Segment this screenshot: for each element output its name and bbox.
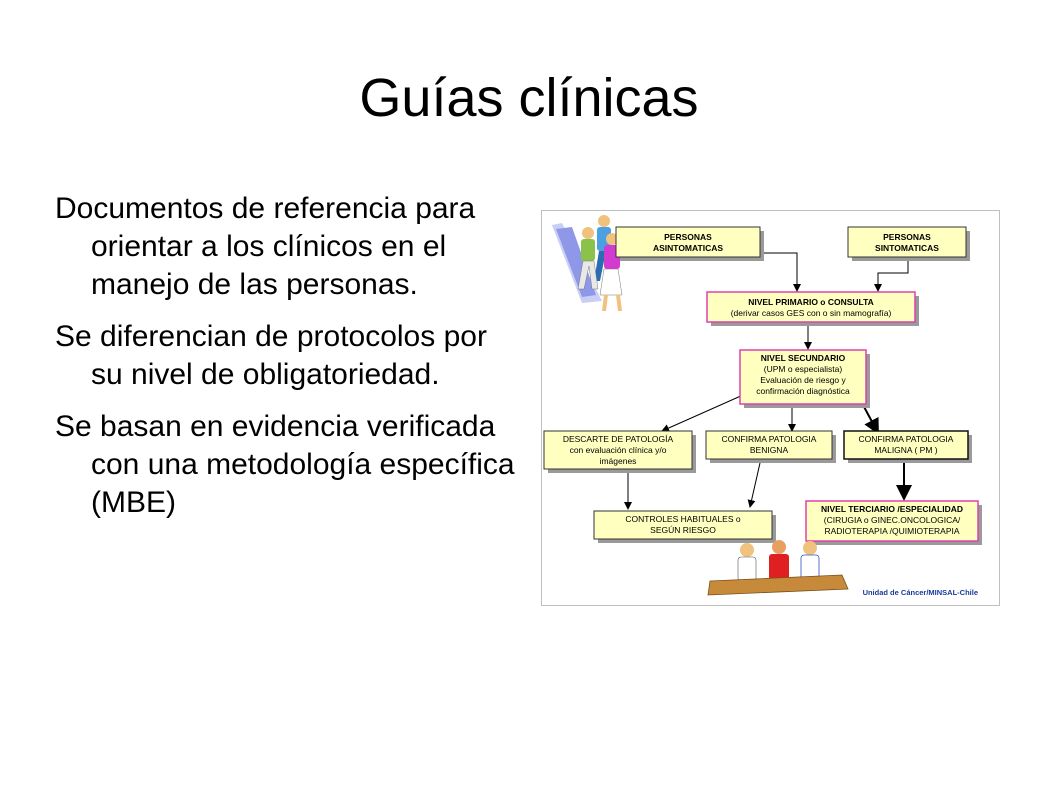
box-line: CONFIRMA PATOLOGIA xyxy=(722,434,817,444)
box-line: confirmación diagnóstica xyxy=(756,386,850,396)
box-personas-asintomaticas: PERSONAS ASINTOMATICAS xyxy=(615,226,764,261)
box-line: Evaluación de riesgo y xyxy=(760,375,846,385)
box-line: SINTOMATICAS xyxy=(875,243,939,253)
box-line: SEGÚN RIESGO xyxy=(650,525,716,535)
box-line: DESCARTE DE PATOLOGÍA xyxy=(563,434,674,444)
bullet-item: Se basan en evidencia verificada con una… xyxy=(55,410,515,519)
box-line: (CIRUGIA o GINEC.ONCOLOGICA/ xyxy=(824,515,961,525)
box-line: NIVEL PRIMARIO o CONSULTA xyxy=(748,297,874,307)
bullet-item: Se diferencian de protocolos por su nive… xyxy=(55,320,487,391)
box-line: NIVEL TERCIARIO /ESPECIALIDAD xyxy=(821,504,963,514)
box-line: RADIOTERAPIA /QUIMIOTERAPIA xyxy=(824,526,959,536)
box-confirma-maligna: CONFIRMA PATOLOGIA MALIGNA ( PM ) xyxy=(843,430,972,463)
source-credit: Unidad de Cáncer/MINSAL-Chile xyxy=(863,588,978,597)
box-line: ASINTOMATICAS xyxy=(653,243,723,253)
bullet-item: Documentos de referencia para orientar a… xyxy=(55,192,476,301)
box-line: imágenes xyxy=(600,456,637,466)
box-personas-sintomaticas: PERSONAS SINTOMATICAS xyxy=(847,226,970,261)
box-line: CONTROLES HABITUALES o xyxy=(625,514,741,524)
box-nivel-secundario: NIVEL SECUNDARIO (UPM o especialista) Ev… xyxy=(739,349,870,408)
flowchart-diagram: PERSONAS ASINTOMATICAS PERSONAS SINTOMAT… xyxy=(541,210,1000,606)
people-walking-illustration xyxy=(552,215,623,311)
box-nivel-terciario: NIVEL TERCIARIO /ESPECIALIDAD (CIRUGIA o… xyxy=(805,500,982,545)
box-line: CONFIRMA PATOLOGIA xyxy=(859,434,954,444)
doctors-meeting-illustration xyxy=(707,540,849,596)
box-line: (UPM o especialista) xyxy=(764,364,843,374)
bullet-list: Documentos de referencia para orientar a… xyxy=(55,190,525,536)
box-descarte-patologia: DESCARTE DE PATOLOGÍA con evaluación clí… xyxy=(543,430,696,473)
box-line: (derivar casos GES con o sin mamografía) xyxy=(731,308,892,318)
box-line: PERSONAS xyxy=(883,232,931,242)
box-line: con evaluación clínica y/o xyxy=(570,445,667,455)
box-nivel-primario: NIVEL PRIMARIO o CONSULTA (derivar casos… xyxy=(706,291,919,326)
box-controles-habituales: CONTROLES HABITUALES o SEGÚN RIESGO xyxy=(593,510,776,543)
box-line: BENIGNA xyxy=(750,445,789,455)
slide-title: Guías clínicas xyxy=(359,68,699,128)
box-line: PERSONAS xyxy=(664,232,712,242)
box-line: NIVEL SECUNDARIO xyxy=(761,353,846,363)
box-confirma-benigna: CONFIRMA PATOLOGIA BENIGNA xyxy=(705,430,836,463)
box-line: MALIGNA ( PM ) xyxy=(874,445,937,455)
